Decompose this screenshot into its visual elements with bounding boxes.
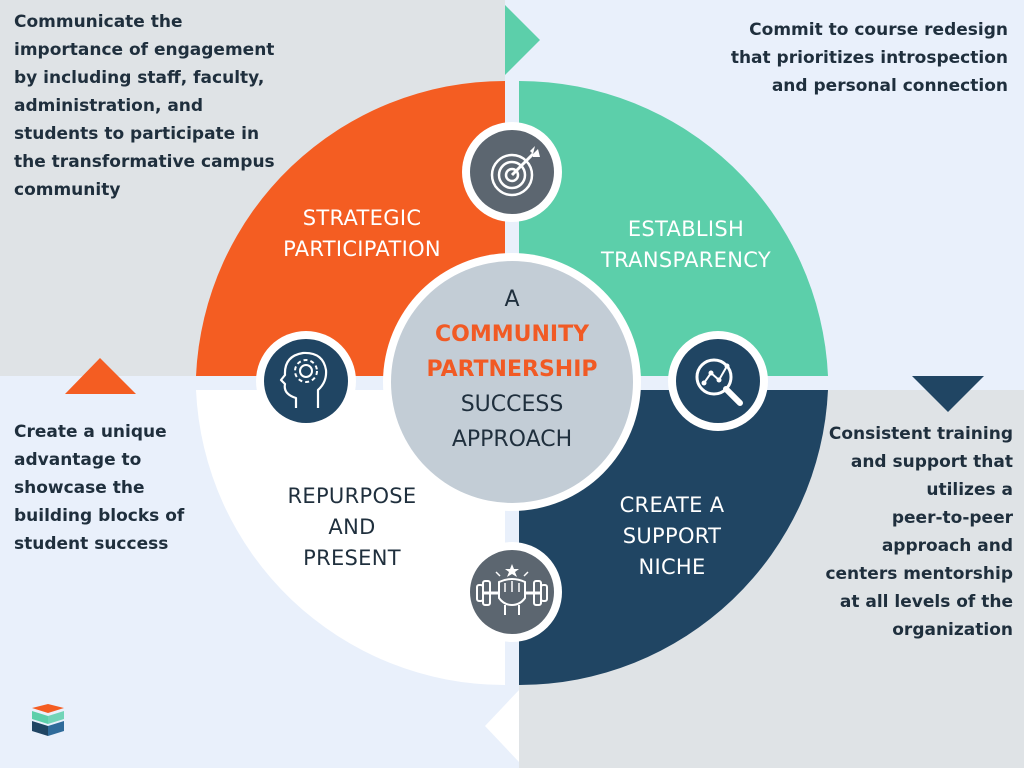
fist-dumbbell-icon [462,542,562,642]
label-create-support-niche: CREATE A SUPPORT NICHE [619,493,725,579]
pointer-orange [65,358,136,394]
center-highlight-partnership: PARTNERSHIP [426,357,598,382]
magnifier-chart-icon [668,331,768,431]
bottom-left-description: Create a unique advantage to showcase th… [14,422,185,554]
center-circle [391,261,633,503]
pointer-white [485,690,519,762]
top-right-description: Commit to course redesign that prioritiz… [730,20,1008,96]
center-line-approach: APPROACH [451,427,573,452]
center-highlight-community: COMMUNITY [434,322,590,347]
center-title: A COMMUNITY PARTNERSHIP SUCCESS APPROACH [392,282,632,457]
label-establish-transparency: ESTABLISH TRANSPARENCY [601,217,771,272]
logo-icon [32,704,64,736]
center-line-success: SUCCESS [460,392,564,417]
bottom-right-description: Consistent training and support that uti… [825,424,1013,640]
pointer-teal [505,5,540,75]
pointer-navy [912,376,984,412]
target-icon [462,122,562,222]
label-repurpose-and-present: REPURPOSE AND PRESENT [287,484,417,570]
center-line-a: A [504,287,520,312]
head-gear-icon [256,331,356,431]
label-strategic-participation: STRATEGIC PARTICIPATION [283,206,441,261]
top-left-description: Communicate the importance of engagement… [14,12,275,200]
